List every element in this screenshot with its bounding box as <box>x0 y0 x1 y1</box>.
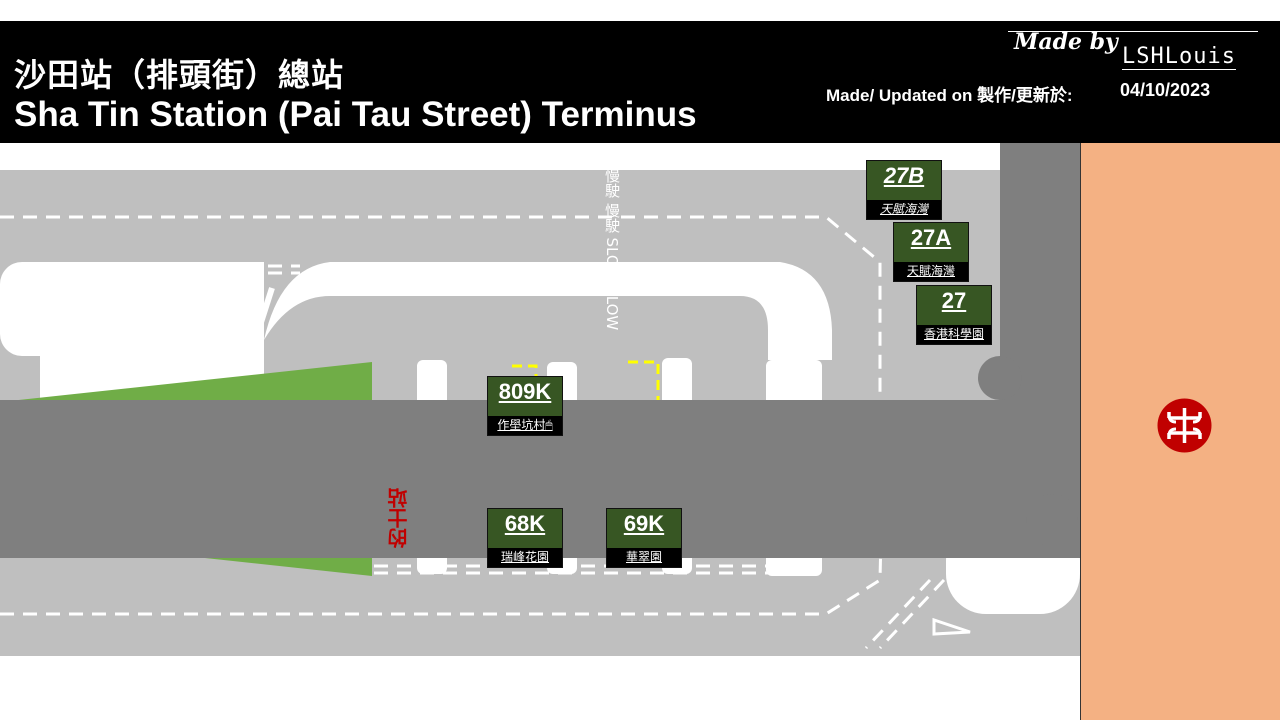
bus-stop-809k[interactable]: 809K 作壆坑村🖱 <box>487 376 563 436</box>
slow-road-marking: 慢駛 慢駛 SLOW SLOW <box>603 168 621 331</box>
route-destination: 天賦海灣 <box>894 262 968 281</box>
bus-stop-27b[interactable]: 27B 天賦海灣 <box>866 160 942 220</box>
overpass-curve-2 <box>1026 494 1078 546</box>
bus-stop-27[interactable]: 27 香港科學園 <box>916 285 992 345</box>
stop-line <box>253 287 275 339</box>
page-title-chinese: 沙田站（排頭街）總站 <box>14 56 345 94</box>
bus-stop-68k[interactable]: 68K 瑞峰花園 <box>487 508 563 568</box>
platform-1 <box>417 360 447 574</box>
route-destination: 華翠園 <box>607 548 681 567</box>
route-destination: 瑞峰花園 <box>488 548 562 567</box>
header-bar <box>0 21 1280 143</box>
route-destination: 天賦海灣 <box>867 200 941 219</box>
arrow-right-icon <box>932 617 971 636</box>
island-right <box>946 520 1080 614</box>
green-island <box>0 362 372 576</box>
route-destination: 作壆坑村🖱 <box>488 416 562 435</box>
lane-markings <box>0 215 946 650</box>
island-curve <box>264 262 832 360</box>
road-left-stub <box>0 262 40 558</box>
updated-label: Made/ Updated on 製作/更新於: <box>826 86 1073 105</box>
route-number: 27A <box>910 225 952 250</box>
mtr-logo-icon <box>1157 398 1212 453</box>
author-signature: LSHLouis <box>1122 44 1236 70</box>
taxi-stand-label: 的士站 <box>387 488 411 548</box>
overpass-vertical <box>1000 143 1080 526</box>
page-title-english: Sha Tin Station (Pai Tau Street) Terminu… <box>14 95 697 134</box>
road-top <box>0 170 1000 262</box>
platform-4 <box>766 360 822 576</box>
bus-stop-69k[interactable]: 69K 華翠園 <box>606 508 682 568</box>
credit-divider <box>1008 31 1258 32</box>
updated-date: 04/10/2023 <box>1120 80 1211 100</box>
route-number: 27 <box>941 288 967 313</box>
route-number: 809K <box>498 379 552 404</box>
credit-text: Made by <box>1014 29 1118 55</box>
route-number: 69K <box>623 511 665 536</box>
route-destination: 香港科學園 <box>917 325 991 344</box>
bus-stop-27a[interactable]: 27A 天賦海灣 <box>893 222 969 282</box>
overpass-curve-1 <box>978 356 1022 400</box>
route-number: 27B <box>883 163 925 188</box>
arrow-down-icon <box>212 287 232 325</box>
route-number: 68K <box>504 511 546 536</box>
island-left <box>0 262 184 356</box>
road-bottom <box>0 558 1080 656</box>
